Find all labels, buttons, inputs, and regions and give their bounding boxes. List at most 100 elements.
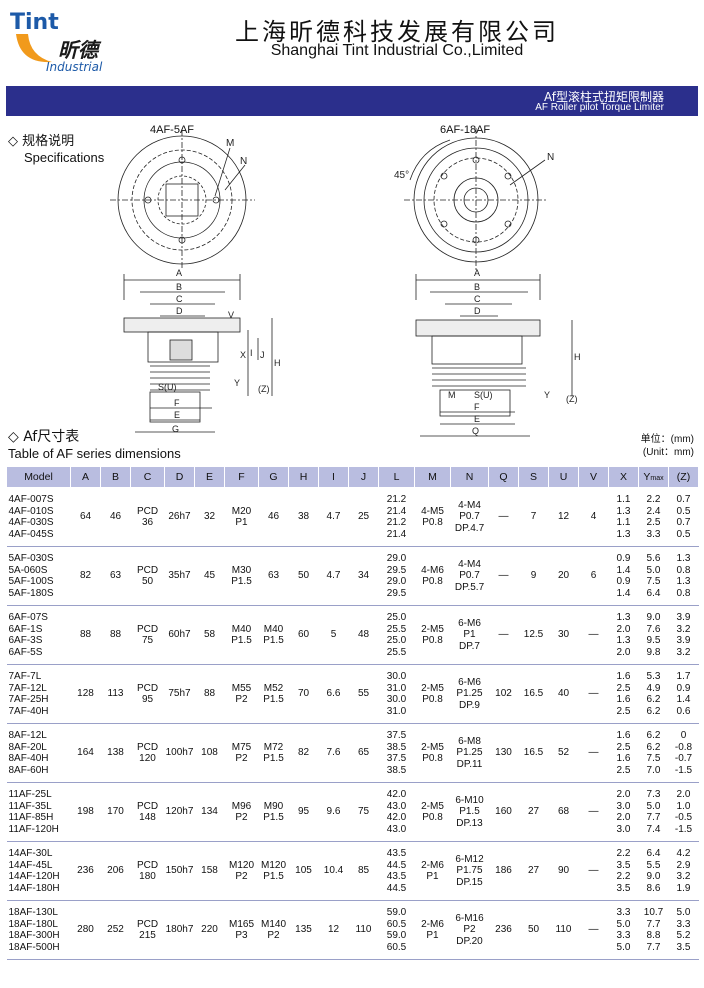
cell-line: 3.5 [616,859,631,871]
cell-line: 60.5 [386,918,407,930]
cell-line: 4-M6 [421,564,444,576]
drawing-label-4af: 4AF-5AF [150,124,195,136]
cell-d: 75h7 [164,664,195,724]
dim-x-left: X [240,350,246,360]
cell-line: P1 [426,871,439,882]
column-header: Ymax [638,466,669,488]
dim-a-right: A [474,268,480,278]
cell-s: 9 [518,546,549,606]
cell-v: 6 [578,546,609,606]
cell-line: PCD [136,564,159,576]
cell-line: 2.2 [616,871,631,882]
cell-line: 2.5 [616,682,631,694]
cell-line: 9.5 [646,635,661,646]
column-header: S [518,466,549,488]
cell-j: 34 [348,546,379,606]
cell-line: 2.5 [646,517,661,528]
cell-line: 29.0 [386,553,407,564]
cell-line: 1.3 [616,635,631,646]
column-header: X [608,466,639,488]
cell-line: P2 [267,930,280,941]
cell-h: 95 [288,782,319,842]
cell-line: 3.2 [676,646,691,658]
cell-s: 7 [518,487,549,547]
cell-line: M75 [231,741,252,753]
cell-line: 37.5 [386,753,407,764]
logo-swoosh-icon [16,34,52,63]
cell-e: 32 [194,487,225,547]
cell-line: 1.0 [676,800,691,812]
cell-line: 7.7 [646,918,661,930]
cell-line: P0.8 [422,576,443,587]
cell-line: 21.2 [386,494,407,505]
company-name-en: Shanghai Tint Industrial Co.,Limited [270,42,524,59]
cell-i: 7.6 [318,723,349,783]
cell-u: 40 [548,664,579,724]
dim-b-left: B [176,282,182,292]
cell-line: 1.3 [676,553,691,564]
cell-line: 7AF-12L [8,682,47,694]
cell-i: 4.7 [318,487,349,547]
dim-y-right: Y [544,390,550,400]
cell-line: 37.5 [386,730,407,741]
cell-q: 130 [488,723,519,783]
cell-line: -1.5 [674,764,693,776]
cell-line: 6AF-1S [8,623,43,635]
cell-line: 5.5 [646,859,661,871]
cell-line: 2.2 [616,848,631,859]
dim-b-right: B [474,282,480,292]
cell-j: 55 [348,664,379,724]
cell-q: 236 [488,900,519,960]
cell-line: 3.0 [616,800,631,812]
cell-line: 6.2 [646,730,661,741]
column-header: N [450,466,489,488]
cell-line: 5.3 [646,671,661,682]
cell-line: P2 [235,694,248,705]
dim-c-right: C [474,294,481,304]
cell-s: 50 [518,900,549,960]
column-header: L [378,466,415,488]
column-header: I [318,466,349,488]
cell-line: P1.5 [263,694,284,705]
cell-h: 105 [288,841,319,901]
cell-line: 6-M12 [455,853,484,865]
cell-u: 52 [548,723,579,783]
cell-line: P1 [426,930,439,941]
cell-line: 8AF-60H [8,764,49,776]
cell-a: 82 [70,546,101,606]
cell-s: 16.5 [518,664,549,724]
cell-line: 38.5 [386,741,407,753]
unit-cn: 单位：(mm) [640,434,694,445]
cell-line: 1.1 [616,517,631,528]
cell-b: 46 [100,487,131,547]
cell-line: 18AF-130L [8,907,58,918]
cell-line: 7.3 [646,789,661,800]
cell-line: 2.5 [616,741,631,753]
cell-line: 1.6 [616,694,631,705]
dim-v-left: V [228,310,234,320]
cell-v: — [578,664,609,724]
cell-q: — [488,605,519,665]
cell-line: P2 [235,812,248,823]
cell-line: 1.7 [676,671,691,682]
cell-line: 18AF-500H [8,941,60,953]
dim-h-left: H [274,358,281,368]
cell-u: 12 [548,487,579,547]
cell-e: 134 [194,782,225,842]
dim-m-right: M [448,390,456,400]
